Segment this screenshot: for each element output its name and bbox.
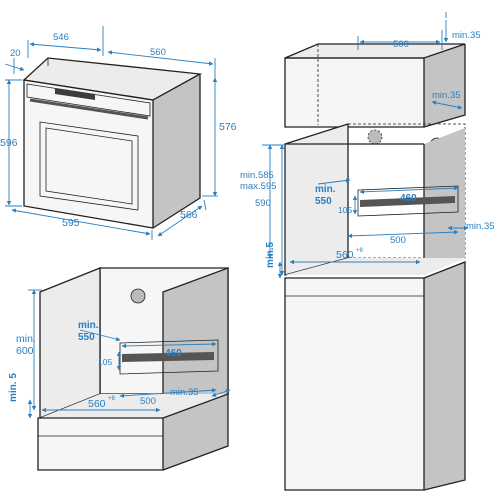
base-depth-550: 550 [78, 332, 95, 343]
tall-cabinet-drawing [284, 43, 466, 491]
tall-min5: min.5 [265, 241, 276, 268]
tall-slot-105: 105 [338, 205, 352, 215]
tall-tolerance-plus8: +8 [356, 248, 364, 254]
oven-height-576: 576 [219, 121, 237, 133]
base-slot-105: 105 [98, 357, 112, 367]
oven-height-596: 596 [0, 137, 18, 149]
base-tolerance-plus8: +8 [108, 396, 116, 402]
tall-right-min35: min.35 [466, 221, 495, 232]
base-min5: min. 5 [8, 373, 19, 402]
tall-side-min35: min.35 [432, 90, 461, 101]
base-min-label-600: min. [16, 333, 36, 345]
tall-top-min35: min.35 [452, 30, 481, 41]
oven-depth-20: 20 [10, 48, 21, 59]
oven-width-560: 560 [150, 47, 166, 58]
base-width-560: 560 [88, 398, 106, 410]
tall-height-590: 590 [255, 198, 271, 209]
oven-width-546: 546 [53, 32, 69, 43]
tall-top-500: 500 [393, 39, 409, 50]
tall-depth-550: 550 [315, 196, 332, 207]
tall-cabinet-dimensions: 500 min.35 min.35 min.585 max.595 590 mi… [240, 12, 495, 279]
oven-dimensions: 546 560 20 596 576 595 566 [0, 26, 237, 240]
base-cabinet-drawing [37, 267, 229, 471]
base-cabinet-dimensions: min. 600 min. 550 460 105 min. 5 560 +8 … [8, 289, 231, 419]
base-depth-500: 500 [140, 396, 156, 407]
base-min-label: min. [78, 320, 99, 331]
oven-depth-566: 566 [180, 209, 198, 221]
tall-min585: min.585 [240, 170, 274, 181]
tall-min-label: min. [315, 184, 336, 195]
tall-width-500: 500 [390, 235, 406, 246]
base-min35: min.35 [170, 387, 199, 398]
tall-max595: max.595 [240, 181, 276, 192]
base-depth-460: 460 [165, 348, 182, 359]
base-height-600: 600 [16, 345, 34, 357]
oven-drawing [22, 57, 203, 229]
tall-width-560: 560 [336, 249, 354, 261]
tall-depth-460: 460 [400, 193, 417, 204]
oven-width-595: 595 [62, 217, 80, 229]
